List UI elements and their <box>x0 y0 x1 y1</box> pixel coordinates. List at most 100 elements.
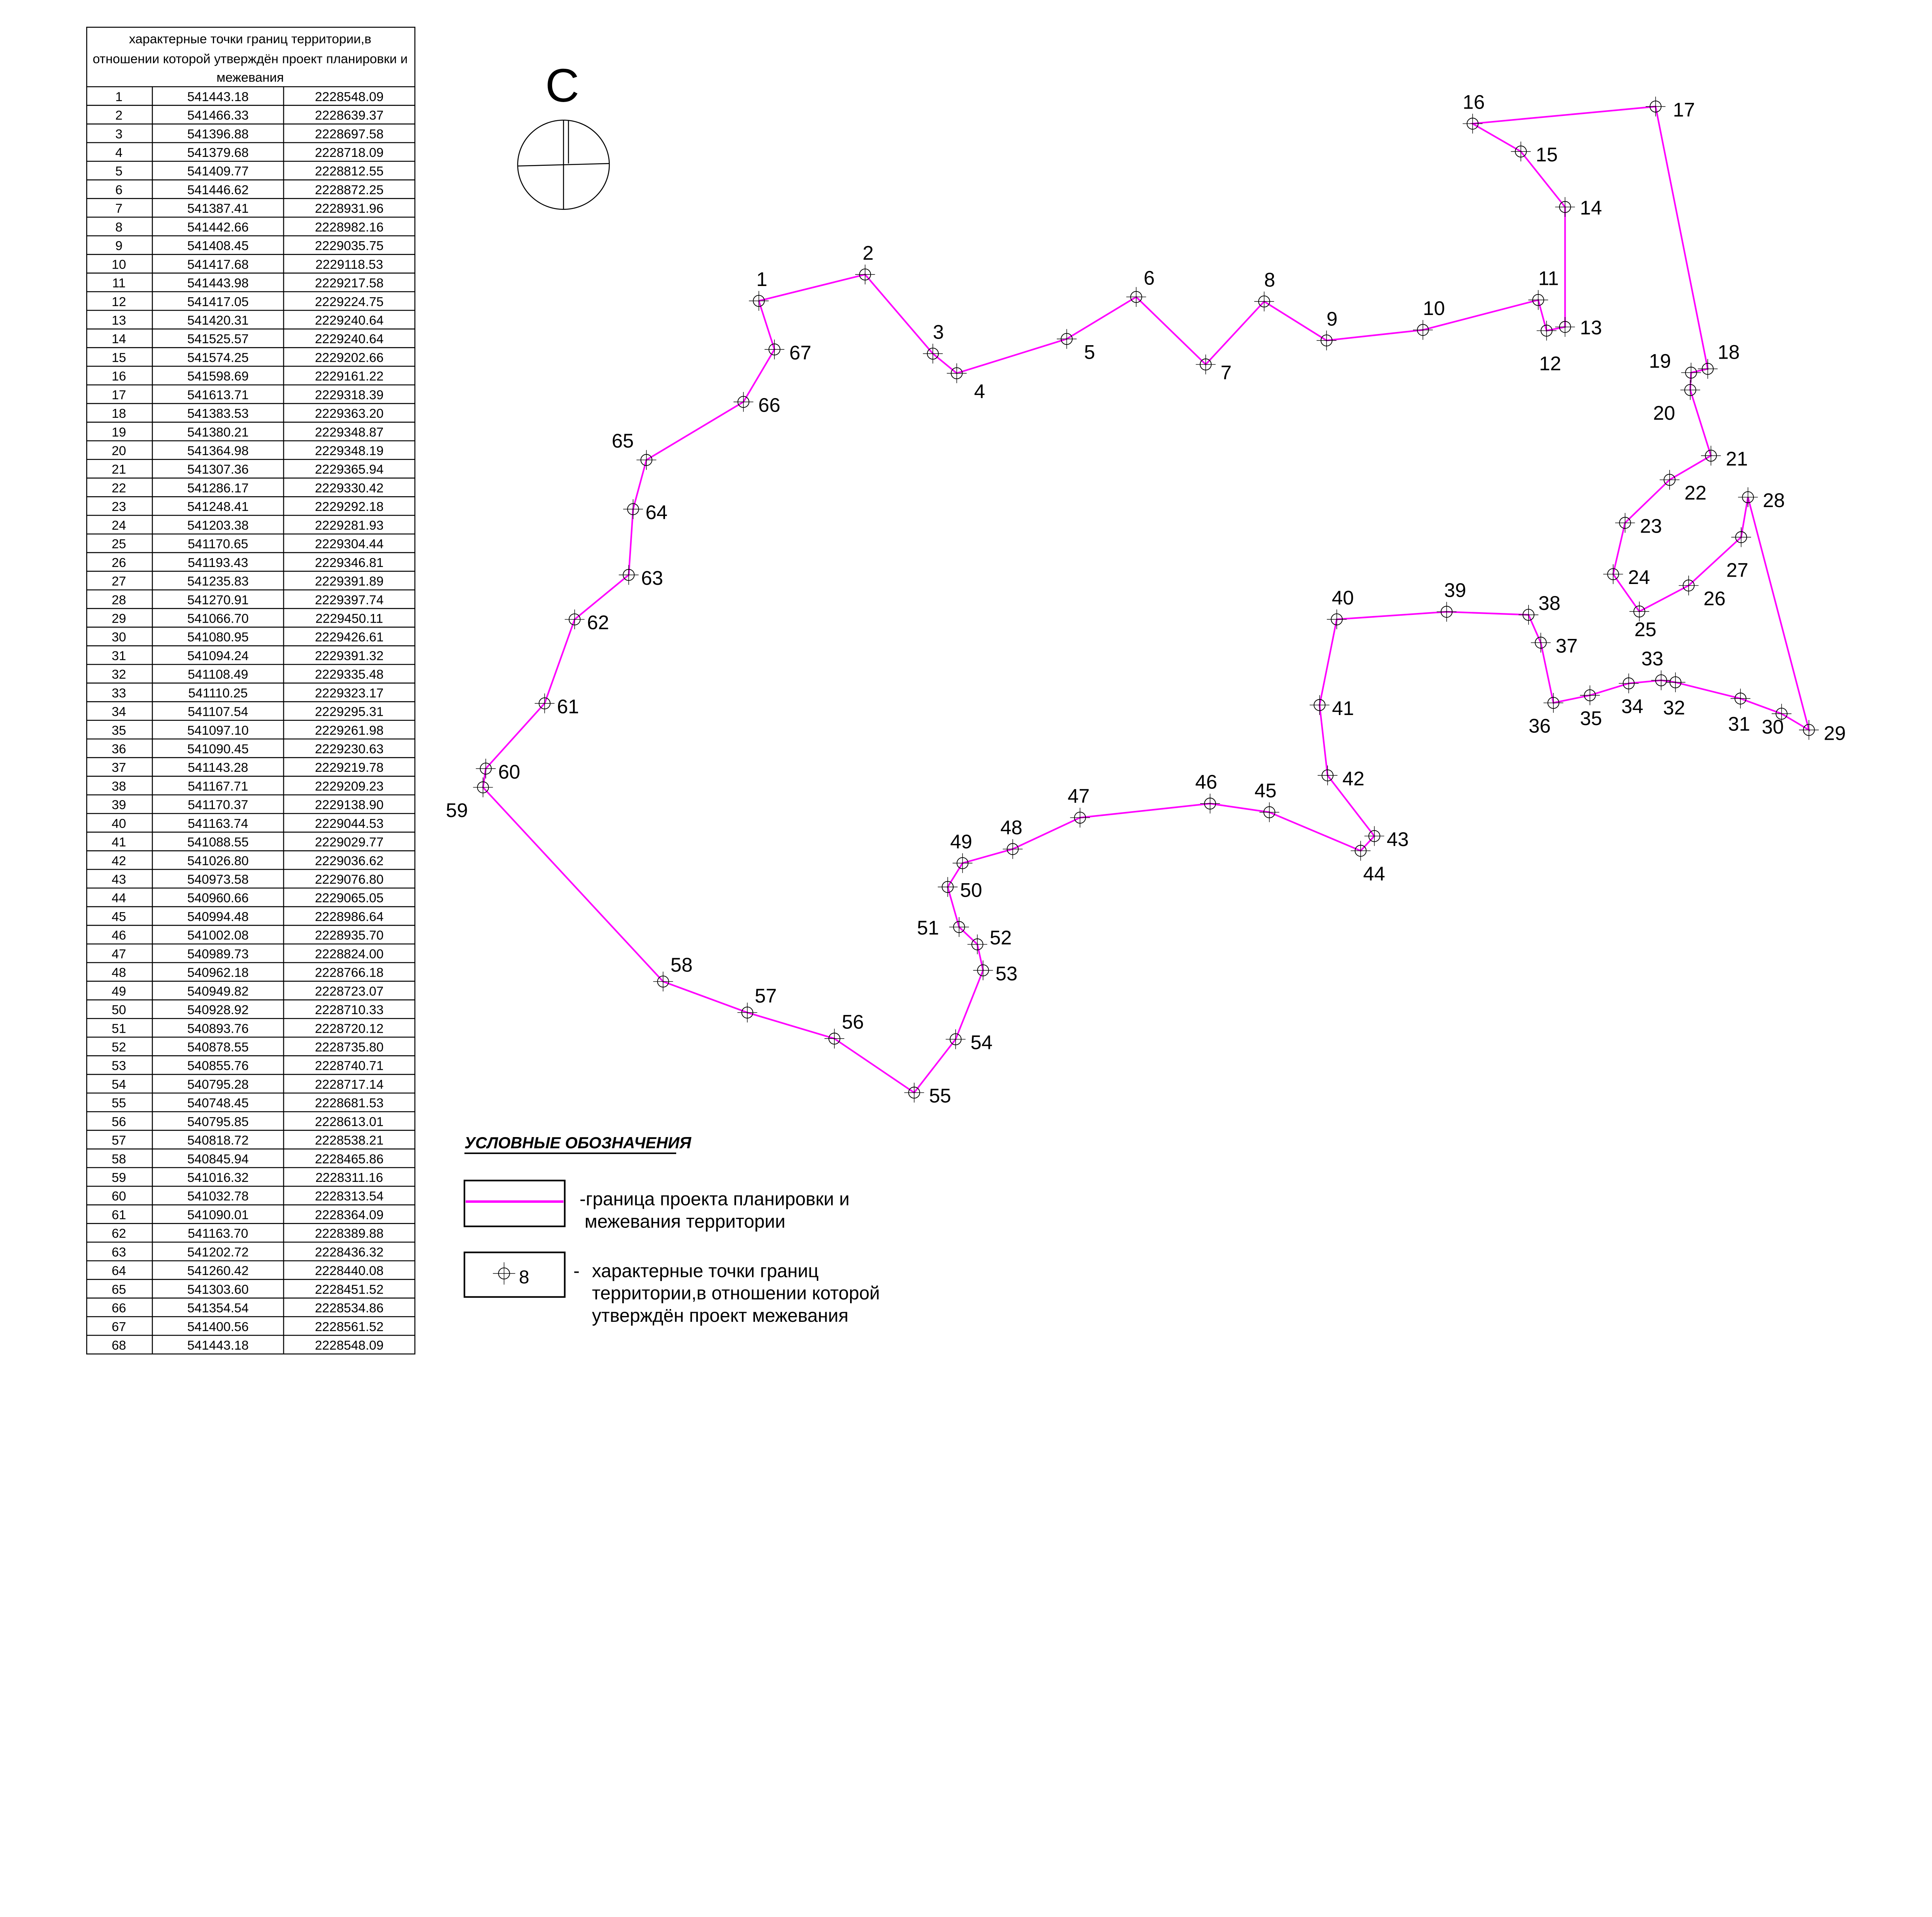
point-number-cell: 28 <box>112 593 126 607</box>
boundary-point-label: 19 <box>1649 350 1671 372</box>
y-coordinate-cell: 2229202.66 <box>315 351 384 365</box>
x-coordinate-cell: 541417.68 <box>187 257 249 272</box>
boundary-point-label: 3 <box>933 321 944 343</box>
boundary-point-label: 26 <box>1704 587 1726 609</box>
y-coordinate-cell: 2228389.88 <box>315 1227 384 1241</box>
point-number-cell: 13 <box>112 313 126 328</box>
boundary-point-59: 59 <box>446 777 493 821</box>
boundary-point-58: 58 <box>653 954 692 992</box>
point-number-cell: 27 <box>112 574 126 589</box>
point-number-cell: 21 <box>112 463 126 477</box>
y-coordinate-cell: 2229161.22 <box>315 369 384 384</box>
boundary-point-label: 14 <box>1580 197 1602 219</box>
x-coordinate-cell: 541260.42 <box>187 1264 249 1278</box>
boundary-point-6: 6 <box>1126 267 1155 307</box>
point-number-cell: 39 <box>112 798 126 812</box>
boundary-point-19: 19 <box>1649 350 1701 383</box>
x-coordinate-cell: 540962.18 <box>187 966 249 980</box>
x-coordinate-cell: 541107.54 <box>188 705 248 719</box>
x-coordinate-cell: 541170.65 <box>188 537 248 552</box>
y-coordinate-cell: 2229397.74 <box>315 593 384 607</box>
boundary-point-label: 27 <box>1726 559 1748 581</box>
point-number-cell: 53 <box>112 1059 126 1073</box>
boundary-point-label: 18 <box>1718 341 1740 363</box>
y-coordinate-cell: 2229118.53 <box>315 257 383 272</box>
boundary-point-label: 36 <box>1529 715 1551 737</box>
boundary-point-label: 11 <box>1538 267 1559 289</box>
y-coordinate-cell: 2229391.32 <box>315 649 384 663</box>
boundary-point-2: 2 <box>855 242 875 284</box>
boundary-point-label: 66 <box>758 394 780 416</box>
x-coordinate-cell: 541466.33 <box>187 109 249 123</box>
boundary-point-35: 35 <box>1580 685 1602 729</box>
x-coordinate-cell: 541442.66 <box>187 220 249 235</box>
boundary-point-14: 14 <box>1555 197 1602 219</box>
x-coordinate-cell: 540949.82 <box>187 984 249 999</box>
y-coordinate-cell: 2228534.86 <box>315 1301 384 1316</box>
y-coordinate-cell: 2228812.55 <box>315 164 384 179</box>
x-coordinate-cell: 541364.98 <box>187 444 249 458</box>
boundary-point-23: 23 <box>1615 513 1662 537</box>
y-coordinate-cell: 2229035.75 <box>315 239 384 253</box>
y-coordinate-cell: 2229217.58 <box>315 276 384 291</box>
y-coordinate-cell: 2228681.53 <box>315 1096 384 1110</box>
boundary-point-55: 55 <box>904 1083 951 1107</box>
boundary-point-label: 60 <box>498 761 520 783</box>
boundary-point-label: 53 <box>995 962 1017 984</box>
point-number-cell: 17 <box>112 388 126 402</box>
point-number-cell: 51 <box>112 1021 126 1036</box>
point-number-cell: 47 <box>112 947 126 961</box>
x-coordinate-cell: 541598.69 <box>187 369 249 384</box>
y-coordinate-cell: 2229138.90 <box>315 798 384 812</box>
point-number-cell: 6 <box>115 183 122 197</box>
legend-point-text-2: территории,в отношении которой <box>592 1283 880 1304</box>
boundary-point-label: 22 <box>1684 482 1706 504</box>
y-coordinate-cell: 2229365.94 <box>315 463 384 477</box>
y-coordinate-cell: 2228766.18 <box>315 966 384 980</box>
x-coordinate-cell: 541193.43 <box>188 556 248 570</box>
y-coordinate-cell: 2229219.78 <box>315 761 384 775</box>
point-number-cell: 68 <box>112 1338 126 1353</box>
point-number-cell: 12 <box>112 295 126 309</box>
boundary-point-label: 38 <box>1538 592 1560 614</box>
x-coordinate-cell: 540973.58 <box>187 873 249 887</box>
point-number-cell: 54 <box>112 1078 126 1092</box>
boundary-point-17: 17 <box>1645 96 1695 121</box>
y-coordinate-cell: 2228735.80 <box>315 1040 384 1054</box>
boundary-point-51: 51 <box>917 917 969 939</box>
x-coordinate-cell: 541016.32 <box>187 1171 249 1185</box>
point-number-cell: 33 <box>112 686 126 700</box>
y-coordinate-cell: 2229318.39 <box>315 388 384 402</box>
boundary-point-39: 39 <box>1437 579 1466 622</box>
point-number-cell: 60 <box>112 1189 126 1204</box>
x-coordinate-cell: 541354.54 <box>187 1301 249 1316</box>
x-coordinate-cell: 541080.95 <box>187 630 249 645</box>
point-number-cell: 43 <box>112 873 126 887</box>
y-coordinate-cell: 2228548.09 <box>315 90 384 104</box>
point-number-cell: 67 <box>112 1320 126 1334</box>
y-coordinate-cell: 2228436.32 <box>315 1245 384 1260</box>
boundary-point-44: 44 <box>1350 841 1385 885</box>
y-coordinate-cell: 2228364.09 <box>315 1208 384 1222</box>
boundary-point-27: 27 <box>1726 527 1751 581</box>
legend-point-box <box>463 1251 566 1298</box>
y-coordinate-cell: 2229323.17 <box>315 686 384 700</box>
point-number-cell: 24 <box>112 518 126 533</box>
point-number-cell: 36 <box>112 742 126 756</box>
point-number-cell: 61 <box>112 1208 126 1222</box>
boundary-point-label: 8 <box>1264 269 1276 291</box>
